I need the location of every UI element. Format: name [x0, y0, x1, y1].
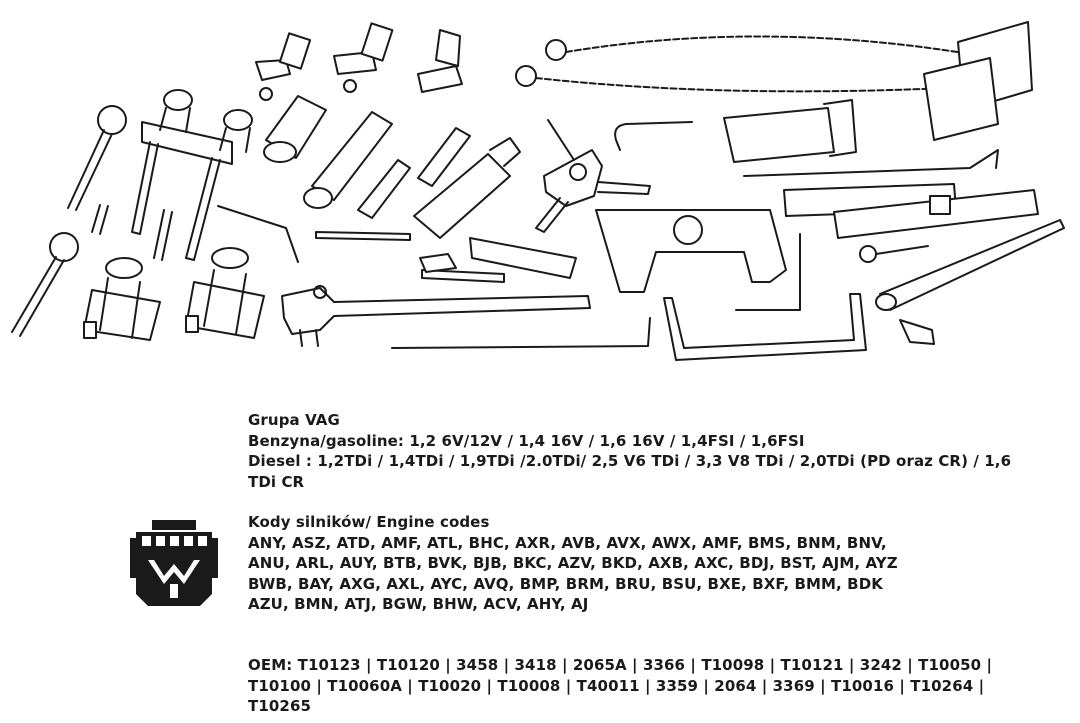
crank-bridge-icon — [91, 89, 253, 261]
camshaft-clamp-icon — [185, 247, 265, 339]
engine-icon — [130, 518, 218, 608]
t-handle-icon — [535, 119, 651, 233]
petrol-engines: Benzyna/gasoline: 1,2 6V/12V / 1,4 16V /… — [248, 431, 805, 450]
locking-pin-icon — [67, 105, 127, 211]
hook-icon — [614, 121, 693, 151]
group-title: Grupa VAG — [248, 411, 340, 429]
holding-plate-icon — [595, 209, 787, 293]
rail-icon — [783, 183, 1039, 239]
engine-codes-line: BWB, BAY, AXG, AXL, AYC, AVQ, BMP, BRM, … — [248, 574, 883, 593]
oem-line: T10100 | T10060A | T10020 | T10008 | T40… — [248, 676, 985, 695]
threaded-pin-icon — [357, 159, 411, 219]
screw-icon — [315, 231, 577, 283]
timing-tool-set-icon — [11, 21, 1065, 361]
allen-key-icon — [217, 149, 999, 349]
engine-codes-line: AZU, BMN, ATJ, BGW, BHW, ACV, AHY, AJ — [248, 595, 589, 613]
vehicle-group-block: Grupa VAG Benzyna/gasoline: 1,2 6V/12V /… — [248, 410, 1048, 492]
camshaft-clamp-icon — [83, 257, 161, 341]
counterhold-wrench-icon — [281, 285, 591, 347]
oem-line: T10265 — [248, 697, 312, 715]
threaded-pin-icon — [417, 127, 471, 187]
diesel-engines: Diesel : 1,2TDi / 1,4TDi / 1,9TDi /2.0TD… — [248, 452, 1012, 470]
engine-codes-block: Kody silników/ Engine codes ANY, ASZ, AT… — [248, 512, 1048, 615]
timing-pin-icon — [333, 22, 394, 93]
locking-pin-icon — [11, 232, 79, 337]
oem-line: OEM: T10123 | T10120 | 3458 | 3418 | 206… — [248, 656, 993, 674]
timing-pin-icon — [417, 29, 463, 93]
diesel-engines-continued: TDi CR — [248, 472, 305, 491]
timing-pin-icon — [255, 32, 312, 101]
engine-codes-line: ANU, ARL, AUY, BTB, BVK, BJB, BKC, AZV, … — [248, 554, 898, 572]
oem-numbers-block: OEM: T10123 | T10120 | 3458 | 3418 | 206… — [248, 655, 1048, 717]
threaded-pin-icon — [303, 111, 393, 209]
engine-codes-title: Kody silników/ Engine codes — [248, 513, 490, 531]
engine-codes-line: ANY, ASZ, ATD, AMF, ATL, BHC, AXR, AVB, … — [248, 533, 887, 552]
chain-icon — [515, 21, 1033, 141]
knurled-sleeve-icon — [263, 95, 327, 163]
adjusting-tool-icon — [859, 219, 1065, 345]
stepped-pin-icon — [413, 137, 521, 239]
sleeve-icon — [723, 99, 857, 163]
bent-bar-icon — [663, 293, 867, 361]
